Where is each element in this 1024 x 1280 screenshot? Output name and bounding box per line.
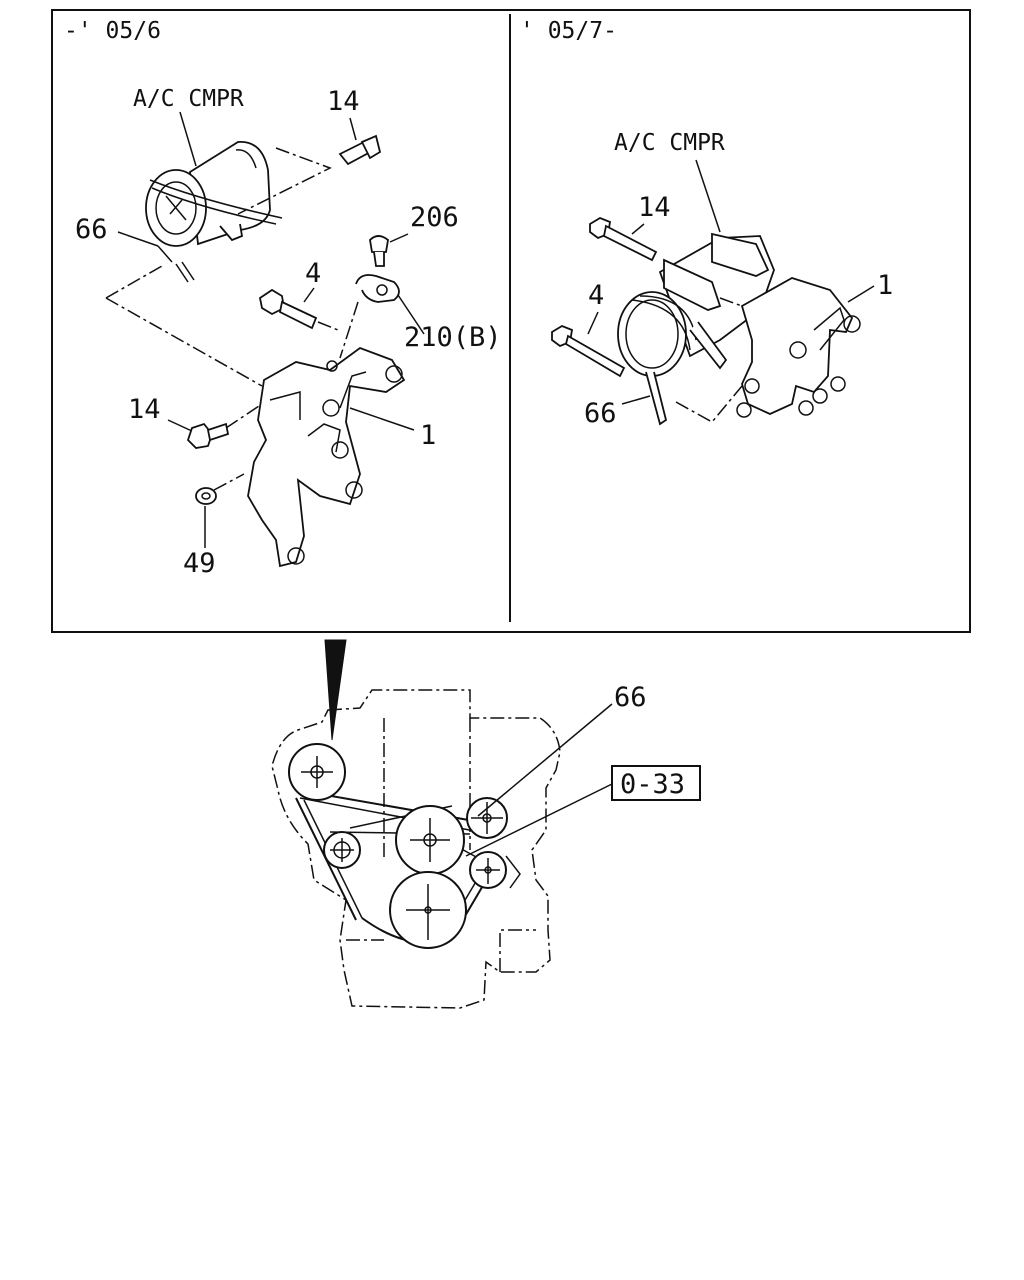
left-clip — [355, 274, 400, 303]
engine-front-view: 66 0-33 — [271, 639, 701, 1009]
left-callout-bracket: 1 — [420, 420, 436, 451]
reference-box-frame — [611, 765, 701, 801]
engine-callout-belt: 66 — [614, 682, 647, 713]
left-belt-stub — [157, 245, 195, 283]
right-callout-bolt-short: 4 — [588, 280, 604, 311]
left-callout-bolt-mid: 4 — [305, 258, 321, 289]
reference-box[interactable]: 0-33 — [611, 765, 701, 801]
engine-block-outline — [271, 689, 561, 1009]
left-callout-bolt-top: 14 — [327, 86, 360, 117]
right-bracket — [736, 277, 861, 418]
right-callout-belt: 66 — [584, 398, 617, 429]
pulley-ac-compressor — [466, 797, 508, 839]
left-component-label: A/C CMPR — [133, 86, 244, 112]
left-callout-plug: 206 — [410, 202, 459, 233]
left-bolt-low — [186, 422, 230, 449]
left-callout-nut: 49 — [183, 548, 216, 579]
right-panel: ' 05/7- A/C CMPR 14 4 1 66 — [520, 18, 893, 429]
left-bolt-top — [338, 134, 382, 166]
right-ac-compressor — [617, 232, 775, 426]
pulley-water-pump — [395, 805, 465, 875]
right-component-label: A/C CMPR — [614, 130, 725, 156]
reference-code: 0-33 — [620, 769, 685, 800]
left-callout-bolt-low: 14 — [128, 394, 161, 425]
pulley-tensioner — [469, 851, 507, 889]
diagram-frame — [51, 9, 971, 633]
left-nut — [195, 487, 217, 505]
right-bolt-short — [551, 324, 626, 378]
right-callout-bracket: 1 — [877, 270, 893, 301]
pulley-crankshaft — [389, 871, 467, 949]
left-callout-belt: 66 — [75, 214, 108, 245]
right-bolt-long — [589, 216, 658, 262]
left-bolt-mid — [258, 288, 318, 330]
right-callout-bolt-long: 14 — [638, 192, 671, 223]
pulley-idler — [323, 831, 361, 869]
pulley-alternator — [288, 743, 346, 801]
left-bracket — [247, 346, 406, 568]
left-period-label: -' 05/6 — [64, 18, 161, 44]
right-period-label: ' 05/7- — [520, 18, 617, 44]
left-panel: -' 05/6 A/C CMPR 14 66 4 206 210(B) 14 1… — [64, 18, 502, 579]
left-plug — [369, 235, 389, 267]
pointer-wedge — [324, 639, 347, 741]
left-ac-compressor — [145, 141, 283, 247]
